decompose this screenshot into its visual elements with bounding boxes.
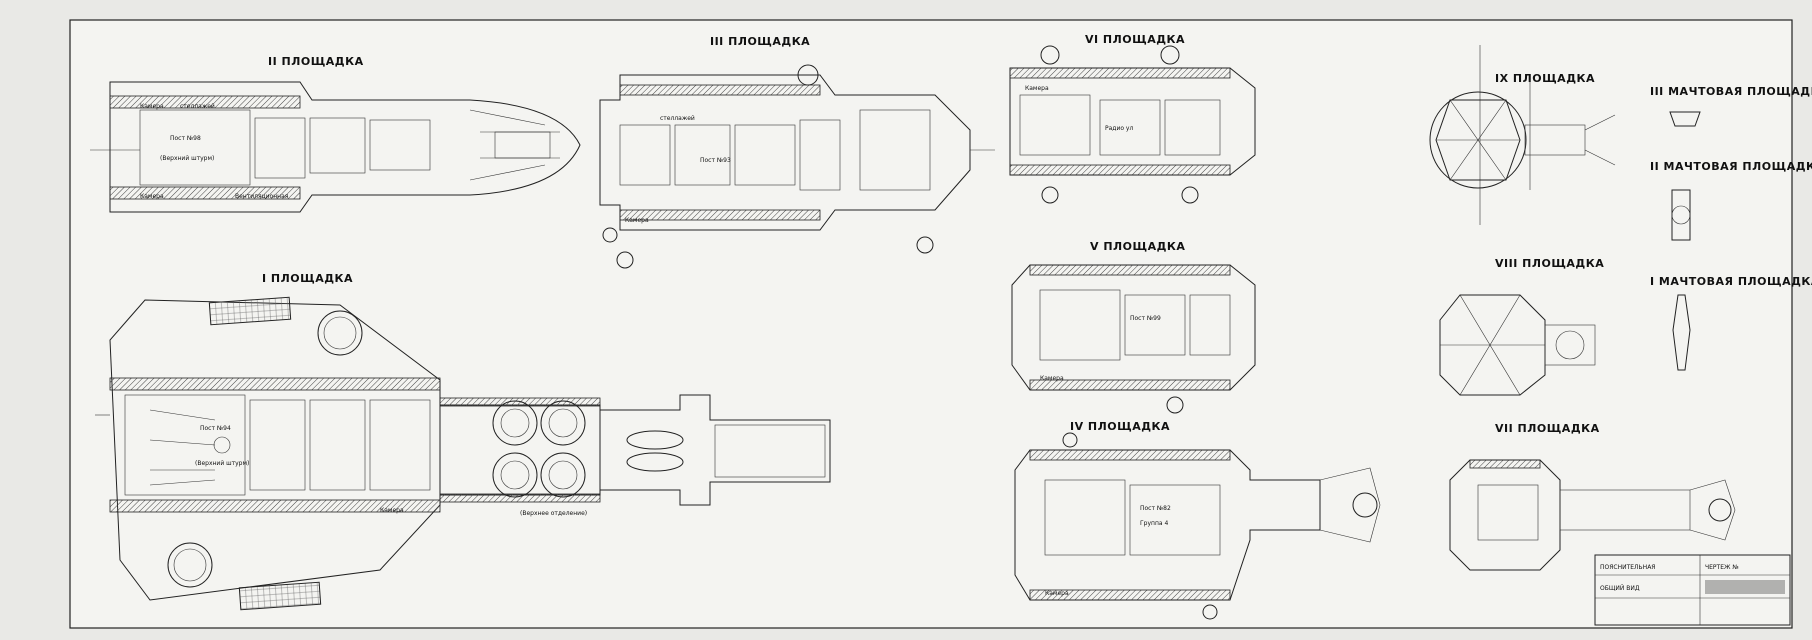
- p1-verkhn-label: (Верхнее отделение): [520, 510, 587, 517]
- platform-6-title: VI ПЛОЩАДКА: [1085, 33, 1185, 46]
- mast-1-title: I МАЧТОВАЯ ПЛОЩАДКА: [1650, 275, 1812, 288]
- p2-kamera-top: Камера: [140, 103, 164, 110]
- p3-post-label: Пост №93: [700, 157, 731, 164]
- p2-post-label: Пост №98: [170, 135, 201, 142]
- p1-post-label: Пост №94: [200, 425, 231, 432]
- p4-kamera-label: Камера: [1045, 590, 1069, 597]
- platform-6-plan: VI ПЛОЩАДКА Камера Радио ул: [1009, 33, 1256, 204]
- p1-kamera-label: Камера: [380, 507, 404, 514]
- p3-kamera-label: Камера: [625, 217, 649, 224]
- mast-2-title: II МАЧТОВАЯ ПЛОЩАДКА: [1650, 160, 1812, 173]
- platform-4-title: IV ПЛОЩАДКА: [1070, 420, 1170, 433]
- platform-5-plan: V ПЛОЩАДКА Пост №99 Камера: [1011, 240, 1256, 414]
- platform-9-plan: IX ПЛОЩАДКА: [1429, 45, 1616, 225]
- p2-stelazhey-top: стеллажей: [180, 103, 215, 110]
- p2-shturm-label: (Верхний штурм): [160, 155, 214, 162]
- platform-9-title: IX ПЛОЩАДКА: [1495, 72, 1595, 85]
- platform-8-title: VIII ПЛОЩАДКА: [1495, 257, 1604, 270]
- p4-post-label: Пост №82: [1140, 505, 1171, 512]
- mast-platforms: III МАЧТОВАЯ ПЛОЩАДКА II МАЧТОВАЯ ПЛОЩАД…: [1650, 85, 1812, 371]
- p1-shturm-label: (Верхний штурм): [195, 460, 249, 467]
- p2-vent-label: Вентиляционная: [235, 193, 289, 200]
- platform-2-title: II ПЛОЩАДКА: [268, 55, 364, 68]
- title-block: ПОЯСНИТЕЛЬНАЯ ЧЕРТЕЖ № ОБЩИЙ ВИД: [1594, 554, 1791, 626]
- platform-8-plan: VIII ПЛОЩАДКА: [1439, 257, 1604, 396]
- title-block-row3: ОБЩИЙ ВИД: [1600, 585, 1640, 592]
- p5-post-label: Пост №99: [1130, 315, 1161, 322]
- title-block-row2: ЧЕРТЕЖ №: [1705, 564, 1739, 571]
- platform-3-plan: III ПЛОЩАДКА Пост №93 Камера стеллажей: [599, 35, 995, 269]
- platform-2-plan: II ПЛОЩАДКА Пост №98 (Верхний штурм) Кам…: [90, 55, 581, 213]
- p6-kamera-label: Камера: [1025, 85, 1049, 92]
- p4-gruppa-label: Группа 4: [1140, 520, 1168, 527]
- platform-7-plan: VII ПЛОЩАДКА: [1449, 422, 1736, 571]
- p5-kamera-label: Камера: [1040, 375, 1064, 382]
- sheet-border: [69, 19, 1793, 629]
- p6-radio-label: Радио ул: [1105, 125, 1133, 132]
- platform-1-plan: I ПЛОЩАДКА Пост №94 (Верхний штурм): [95, 272, 831, 611]
- platform-3-title: III ПЛОЩАДКА: [710, 35, 810, 48]
- p2-kamera-bottom: Камера: [140, 193, 164, 200]
- mast-3-title: III МАЧТОВАЯ ПЛОЩАДКА: [1650, 85, 1812, 98]
- p3-stelazhey-label: стеллажей: [660, 115, 695, 122]
- title-block-row1: ПОЯСНИТЕЛЬНАЯ: [1600, 564, 1655, 571]
- platform-7-title: VII ПЛОЩАДКА: [1495, 422, 1600, 435]
- platform-5-title: V ПЛОЩАДКА: [1090, 240, 1185, 253]
- platform-4-plan: IV ПЛОЩАДКА Пост №82 Группа 4 Камера: [1014, 420, 1381, 620]
- platform-1-title: I ПЛОЩАДКА: [262, 272, 353, 285]
